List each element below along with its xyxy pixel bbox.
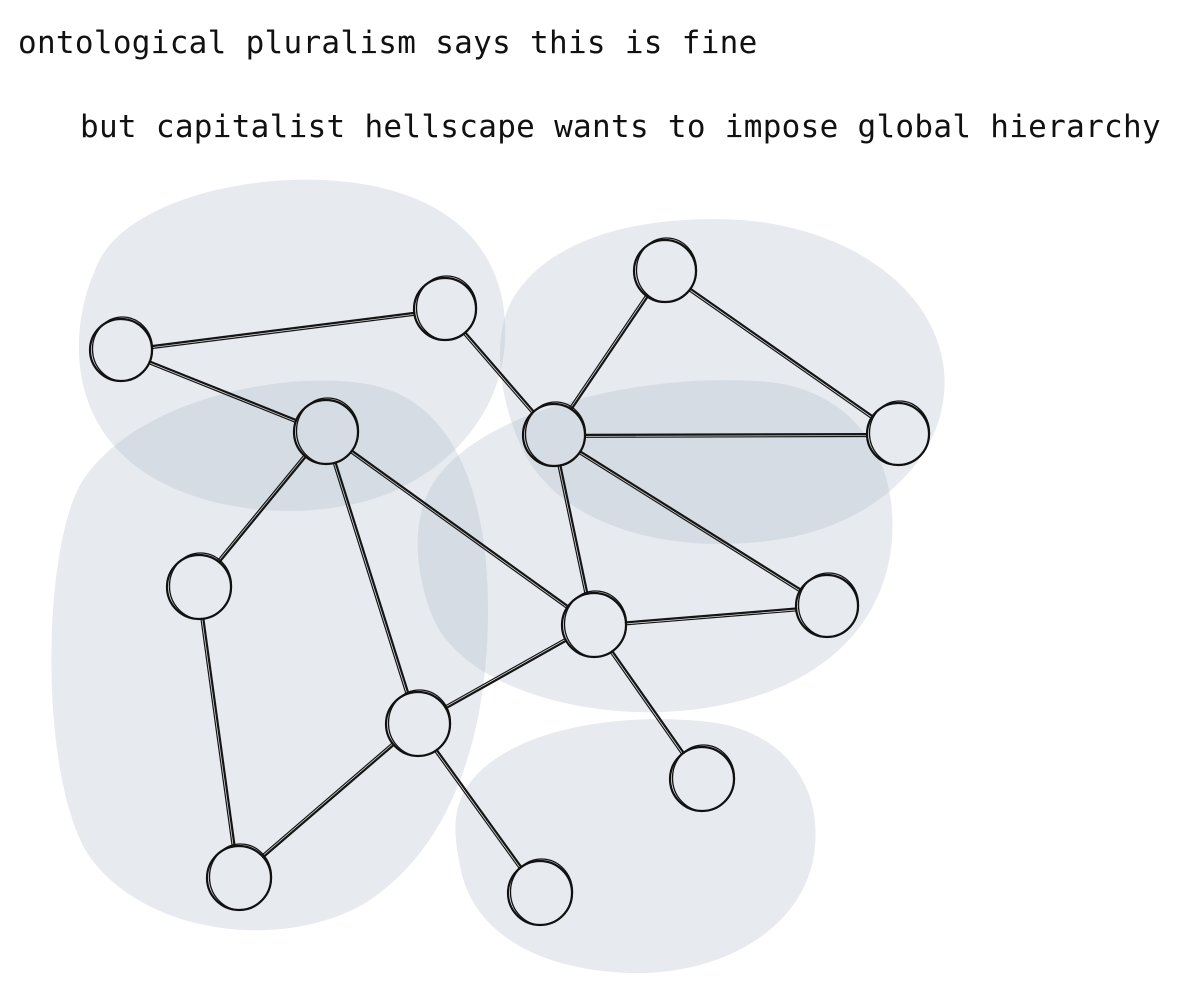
graph-edge (262, 743, 395, 859)
graph-edge-sketch (349, 452, 568, 609)
caption-line-1: ontological pluralism says this is fine (18, 25, 758, 61)
graph-node (794, 572, 860, 639)
graph-node (632, 237, 698, 304)
graph-edge-sketch (462, 333, 533, 414)
graph-edge (559, 464, 589, 595)
graph-node (165, 552, 233, 621)
graph-edge-sketch (584, 435, 868, 438)
graph-edge-sketch (557, 465, 586, 595)
node-circle-sketch (387, 689, 452, 757)
graph-node (865, 400, 931, 467)
cluster-blob (499, 219, 945, 545)
graph-edge-sketch (261, 742, 393, 856)
node-circle-sketch (295, 397, 360, 465)
graph-edge (611, 650, 685, 754)
cluster-layer (51, 179, 945, 974)
node-circle-sketch (509, 858, 574, 926)
graph-edge-sketch (200, 618, 233, 848)
graph-node (668, 744, 736, 813)
graph-node (521, 401, 587, 468)
cluster-blob (417, 380, 893, 713)
graph-edge-sketch (444, 637, 566, 707)
graph-edge (583, 432, 869, 437)
graph-edge (689, 287, 874, 418)
graph-edge-sketch (568, 294, 647, 409)
node-circle-sketch (168, 552, 233, 620)
graph-edge (202, 617, 236, 848)
graph-node (88, 316, 154, 383)
node-circle-sketch (797, 572, 860, 638)
caption-line-2: but capitalist hellscape wants to impose… (80, 109, 1161, 145)
graph-edge (218, 455, 307, 564)
graph-node (205, 843, 273, 912)
cluster-blob (51, 380, 488, 931)
graph-edge-sketch (151, 314, 416, 350)
graph-edge (148, 360, 298, 422)
node-circle-sketch (91, 316, 154, 382)
graph-edge-sketch (609, 651, 683, 755)
cluster-blob (78, 179, 506, 511)
node-circle-sketch (208, 843, 273, 911)
graph-edge (444, 639, 568, 710)
graph-edge (334, 461, 410, 695)
graph-edge-sketch (578, 452, 801, 593)
graph-edge-sketch (332, 462, 407, 695)
graph-edge (464, 331, 535, 413)
graph-node (384, 689, 452, 758)
graph-node (292, 397, 360, 466)
graph-edge-sketch (688, 290, 872, 419)
graph-edge (624, 607, 798, 624)
graph-edge-sketch (148, 363, 296, 423)
node-layer (88, 237, 931, 927)
graph-node (506, 858, 574, 927)
graph-edge-sketch (625, 610, 797, 626)
graph-edge (150, 311, 416, 348)
node-circle-sketch (671, 744, 736, 812)
graph-node (412, 275, 478, 342)
graph-edge (350, 449, 570, 608)
graph-edge (435, 748, 523, 869)
node-circle-sketch (635, 237, 698, 303)
cluster-blob (455, 719, 816, 974)
edge-layer (148, 287, 874, 870)
graph-edge (579, 450, 802, 591)
node-circle-sketch (563, 590, 628, 658)
graph-edge (570, 295, 649, 411)
node-circle-sketch (524, 401, 587, 467)
graph-node (560, 590, 628, 659)
graph-edge-sketch (434, 750, 520, 870)
node-circle-sketch (415, 275, 478, 341)
graph-edge-sketch (216, 454, 305, 562)
node-circle-sketch (868, 400, 931, 466)
